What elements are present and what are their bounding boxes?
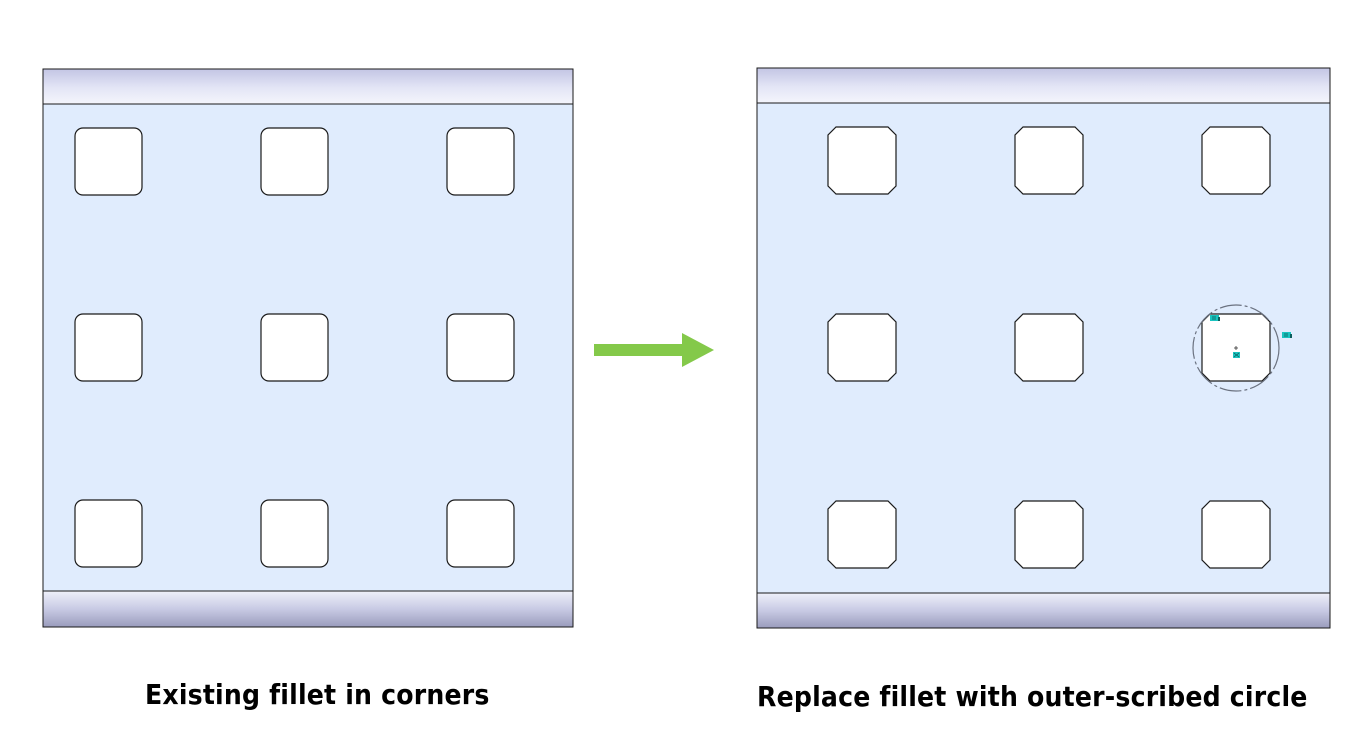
relation-marker-icon xyxy=(1233,352,1240,358)
bottom-flange xyxy=(756,592,1331,629)
caption-existing-fillet: Existing fillet in corners xyxy=(145,678,490,711)
chamfer-hole xyxy=(827,500,897,569)
fillet-hole xyxy=(446,313,515,382)
top-flange xyxy=(42,68,574,105)
center-point-icon xyxy=(1234,346,1238,350)
chamfer-hole xyxy=(1201,500,1271,569)
fillet-hole xyxy=(74,127,143,196)
chamfer-hole xyxy=(827,313,897,382)
top-flange xyxy=(756,67,1331,104)
fillet-hole xyxy=(74,499,143,568)
fillet-hole xyxy=(260,313,329,382)
chamfer-hole xyxy=(827,126,897,195)
relation-marker-icon xyxy=(1210,315,1220,321)
fillet-hole xyxy=(74,313,143,382)
arrow-right-icon xyxy=(594,333,714,367)
fillet-hole xyxy=(260,127,329,196)
relation-marker-icon xyxy=(1282,332,1292,338)
fillet-hole xyxy=(260,499,329,568)
caption-replace-fillet: Replace fillet with outer-scribed circle xyxy=(757,680,1308,713)
chamfer-hole xyxy=(1014,313,1084,382)
bottom-flange xyxy=(42,590,574,628)
fillet-hole xyxy=(446,127,515,196)
replaced-fillet-panel xyxy=(756,67,1331,629)
chamfer-hole xyxy=(1014,500,1084,569)
fillet-hole xyxy=(446,499,515,568)
chamfer-hole xyxy=(1201,126,1271,195)
existing-fillet-panel xyxy=(42,68,574,628)
chamfer-hole xyxy=(1014,126,1084,195)
outer-scribed-circle xyxy=(1192,304,1280,392)
